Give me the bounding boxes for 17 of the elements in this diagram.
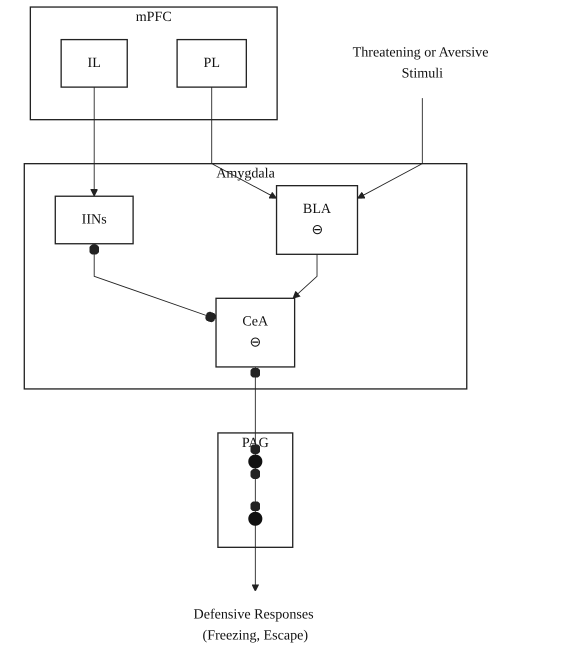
connector	[250, 468, 261, 513]
node-box: IL	[60, 38, 128, 88]
node-box: IINs	[54, 196, 134, 244]
arrow	[357, 97, 423, 199]
node-circle	[248, 454, 262, 469]
arrow	[211, 86, 277, 199]
connector	[88, 243, 216, 322]
arrow	[292, 254, 318, 299]
node-box: PL	[176, 38, 247, 88]
node-text: Threatening or Aversive Stimuli	[352, 44, 488, 81]
node-circle	[248, 512, 262, 526]
arrow	[90, 86, 98, 197]
connector	[250, 366, 261, 456]
node-box: BLA ⊖	[276, 185, 358, 255]
arrow	[251, 524, 260, 592]
node-box: CeA ⊖	[215, 298, 296, 368]
node-text: Defensive Responses (Freezing, Escape)	[194, 607, 314, 644]
